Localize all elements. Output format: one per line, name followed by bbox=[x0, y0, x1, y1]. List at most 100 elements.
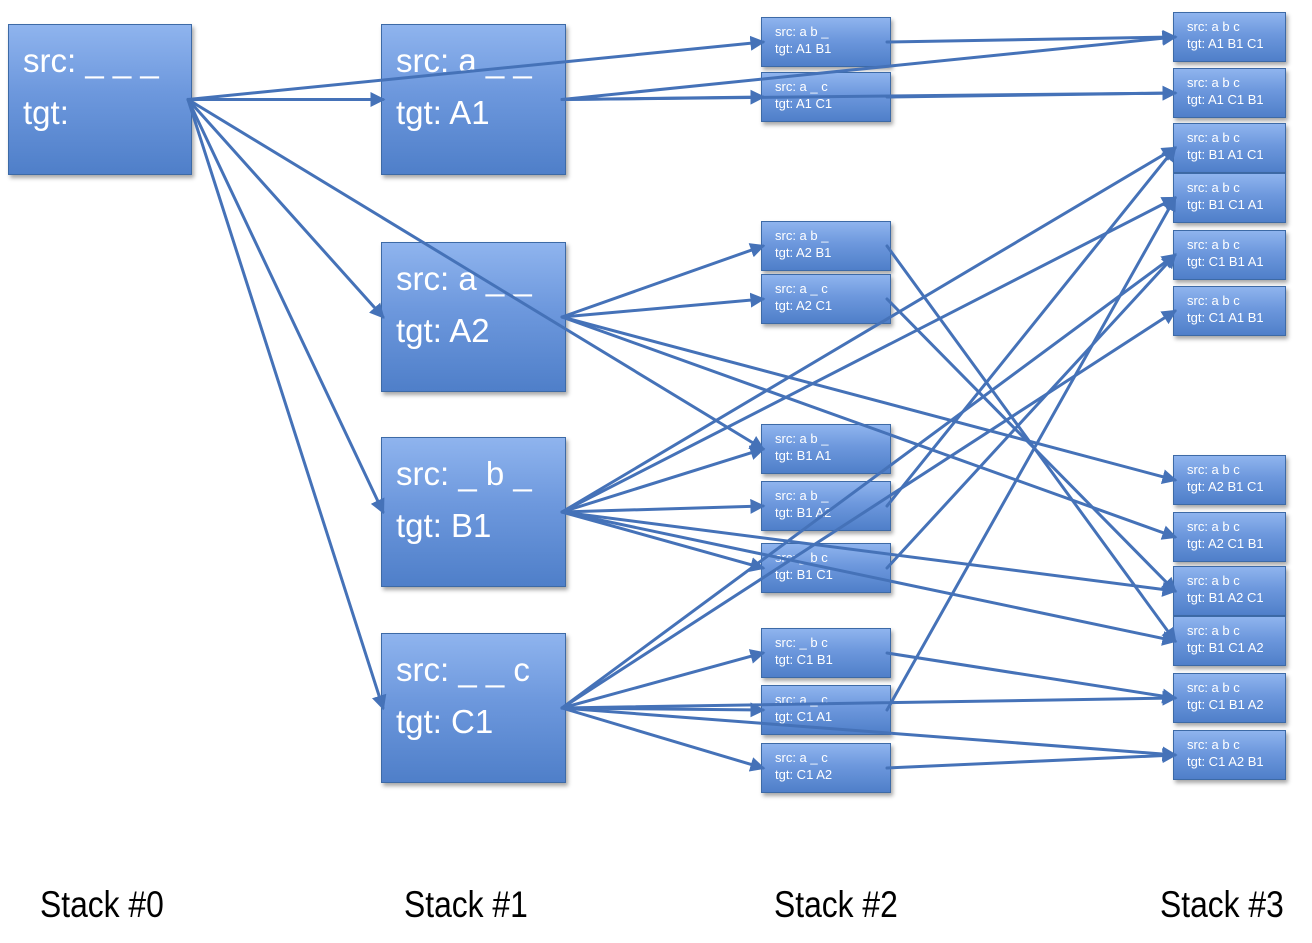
edge-arrow-s0-to-s1d bbox=[186, 98, 387, 711]
node-src: src: a b c bbox=[1187, 573, 1240, 588]
node-tgt: tgt: C1 A2 bbox=[775, 767, 833, 782]
stack3-node: src: a b c tgt: C1 A1 B1 bbox=[1173, 286, 1286, 336]
node-tgt: tgt: A2 bbox=[396, 312, 490, 349]
edge-arrow-s0-to-s1c bbox=[186, 98, 385, 515]
stack3-node: src: a b c tgt: C1 A2 B1 bbox=[1173, 730, 1286, 780]
stack2-node: src: a _ c tgt: C1 A2 bbox=[761, 743, 891, 793]
node-tgt: tgt: A1 bbox=[396, 94, 490, 131]
edge-arrow-s1b-to-s2_3 bbox=[560, 243, 766, 319]
edge-arrow-s1d-to-s2_10 bbox=[560, 706, 766, 772]
node-src: src: a b c bbox=[1187, 737, 1240, 752]
stack3-node: src: a b c tgt: C1 B1 A1 bbox=[1173, 230, 1286, 280]
stack2-node: src: a _ c tgt: A1 C1 bbox=[761, 72, 891, 122]
node-src: src: a b c bbox=[1187, 462, 1240, 477]
edge-arrow-s2_8-to-s3_11 bbox=[885, 651, 1178, 704]
node-src: src: a b c bbox=[1187, 19, 1240, 34]
node-tgt: tgt: B1 C1 A2 bbox=[1187, 640, 1264, 655]
node-src: src: a _ c bbox=[775, 79, 828, 94]
stack3-node: src: a b c tgt: B1 A2 C1 bbox=[1173, 566, 1286, 616]
node-tgt: tgt: B1 A1 C1 bbox=[1187, 147, 1264, 162]
node-tgt: tgt: B1 A2 C1 bbox=[1187, 590, 1264, 605]
stack2-node: src: a b _ tgt: B1 A1 bbox=[761, 424, 891, 474]
node-src: src: a b c bbox=[1187, 180, 1240, 195]
node-src: src: a b c bbox=[1187, 519, 1240, 534]
edge-arrow-s0-to-s1b bbox=[186, 98, 385, 319]
stack1-node: src: _ _ c tgt: C1 bbox=[381, 633, 566, 783]
node-src: src: a b _ bbox=[775, 431, 829, 446]
stack2-node: src: _ b c tgt: B1 C1 bbox=[761, 543, 891, 593]
node-tgt: tgt: C1 A1 bbox=[775, 709, 833, 724]
stack3-node: src: a b c tgt: B1 C1 A2 bbox=[1173, 616, 1286, 666]
stack0-node: src: _ _ _ tgt: bbox=[8, 24, 192, 175]
node-src: src: a _ c bbox=[775, 692, 828, 707]
stack3-node: src: a b c tgt: A2 C1 B1 bbox=[1173, 512, 1286, 562]
node-tgt: tgt: A1 B1 C1 bbox=[1187, 36, 1264, 51]
node-src: src: a b _ bbox=[775, 488, 829, 503]
node-tgt: tgt: C1 B1 A1 bbox=[1187, 254, 1264, 269]
node-src: src: _ b _ bbox=[396, 455, 532, 492]
stack3-node: src: a b c tgt: A2 B1 C1 bbox=[1173, 455, 1286, 505]
node-src: src: a b c bbox=[1187, 130, 1240, 145]
edge-arrow-s1d-to-s2_9 bbox=[560, 702, 766, 718]
node-tgt: tgt: B1 C1 A1 bbox=[1187, 197, 1264, 212]
node-tgt: tgt: A2 B1 C1 bbox=[1187, 479, 1264, 494]
edge-arrow-s2_2-to-s3_2 bbox=[885, 85, 1178, 101]
node-src: src: a b _ bbox=[775, 24, 829, 39]
node-tgt: tgt: C1 bbox=[396, 703, 494, 740]
stack-label-3: Stack #3 bbox=[1160, 884, 1284, 925]
node-tgt: tgt: B1 bbox=[396, 507, 492, 544]
edge-arrow-s2_6-to-s3_3 bbox=[885, 146, 1177, 508]
node-src: src: a b c bbox=[1187, 75, 1240, 90]
node-src: src: a _ _ bbox=[396, 260, 532, 297]
node-src: src: _ _ c bbox=[396, 651, 530, 688]
stack2-node: src: a b _ tgt: A2 B1 bbox=[761, 221, 891, 271]
stack-label-2: Stack #2 bbox=[774, 884, 898, 925]
node-tgt: tgt: C1 B1 bbox=[775, 652, 833, 667]
node-src: src: a b c bbox=[1187, 237, 1240, 252]
node-tgt: tgt: C1 B1 A2 bbox=[1187, 697, 1264, 712]
edge-arrow-s2_4-to-s3_9 bbox=[885, 297, 1177, 593]
node-tgt: tgt: A2 B1 bbox=[775, 245, 832, 260]
edge-arrow-s1d-to-s2_8 bbox=[560, 649, 766, 710]
node-src: src: a b c bbox=[1187, 680, 1240, 695]
stack1-node: src: a _ _ tgt: A1 bbox=[381, 24, 566, 175]
stack-label-0: Stack #0 bbox=[40, 884, 164, 925]
node-tgt: tgt: B1 A1 bbox=[775, 448, 832, 463]
node-tgt: tgt: B1 C1 bbox=[775, 567, 833, 582]
node-src: src: a _ _ bbox=[396, 42, 532, 79]
node-tgt: tgt: A1 C1 B1 bbox=[1187, 92, 1264, 107]
node-src: src: _ _ _ bbox=[23, 42, 159, 79]
stack3-node: src: a b c tgt: A1 B1 C1 bbox=[1173, 12, 1286, 62]
stack3-node: src: a b c tgt: A1 C1 B1 bbox=[1173, 68, 1286, 118]
edge-arrow-s1c-to-s2_6 bbox=[560, 498, 766, 514]
node-src: src: _ b c bbox=[775, 550, 828, 565]
node-src: src: a _ c bbox=[775, 281, 828, 296]
node-tgt: tgt: bbox=[23, 94, 69, 131]
node-tgt: tgt: C1 A2 B1 bbox=[1187, 754, 1264, 769]
edge-arrow-s1c-to-s2_7 bbox=[560, 510, 766, 572]
stack3-node: src: a b c tgt: B1 C1 A1 bbox=[1173, 173, 1286, 223]
edge-arrow-s2_9-to-s3_4 bbox=[885, 195, 1177, 712]
node-src: src: a b c bbox=[1187, 623, 1240, 638]
edge-arrow-s1b-to-s2_4 bbox=[560, 292, 766, 319]
stack2-node: src: a _ c tgt: C1 A1 bbox=[761, 685, 891, 735]
stack-label-1: Stack #1 bbox=[404, 884, 528, 925]
stack2-node: src: a b _ tgt: B1 A2 bbox=[761, 481, 891, 531]
node-tgt: tgt: A1 C1 bbox=[775, 96, 833, 111]
stack1-node: src: a _ _ tgt: A2 bbox=[381, 242, 566, 392]
node-src: src: _ b c bbox=[775, 635, 828, 650]
stack3-node: src: a b c tgt: B1 A1 C1 bbox=[1173, 123, 1286, 173]
stack1-node: src: _ b _ tgt: B1 bbox=[381, 437, 566, 587]
edge-arrow-s2_3-to-s3_10 bbox=[885, 244, 1177, 643]
edge-arrow-s1c-to-s2_5 bbox=[560, 445, 766, 514]
edge-arrow-s2_1-to-s3_1 bbox=[885, 29, 1178, 45]
node-tgt: tgt: A2 C1 bbox=[775, 298, 833, 313]
node-src: src: a b c bbox=[1187, 293, 1240, 308]
stack2-node: src: _ b c tgt: C1 B1 bbox=[761, 628, 891, 678]
edge-arrow-s1a-to-s2_2 bbox=[560, 89, 766, 105]
node-tgt: tgt: B1 A2 bbox=[775, 505, 832, 520]
node-src: src: a b _ bbox=[775, 228, 829, 243]
edge-arrow-s2_7-to-s3_5 bbox=[885, 253, 1177, 570]
